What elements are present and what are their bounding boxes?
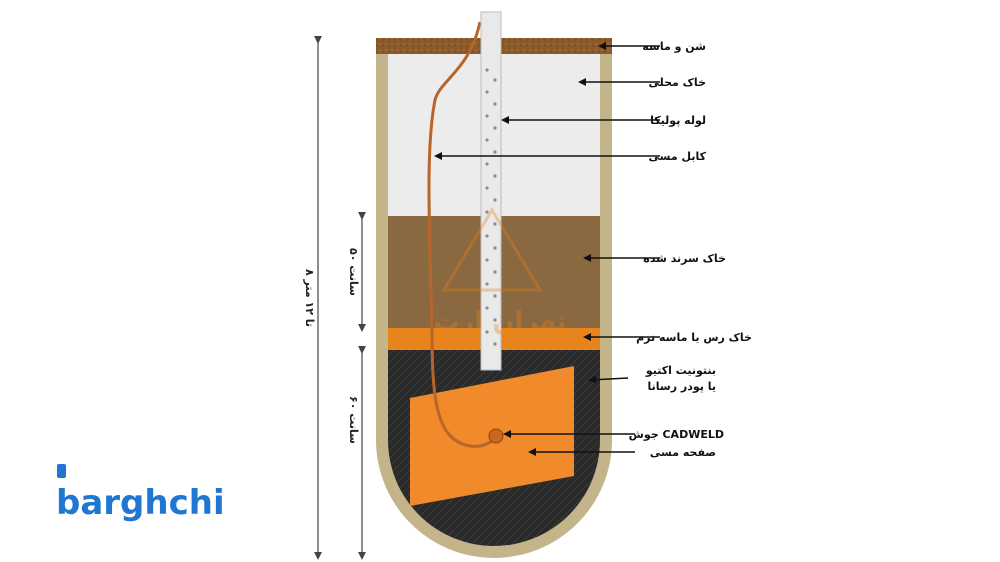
dimension-lines: [314, 36, 366, 560]
dim-upper-section: ۵۰ سانت: [347, 248, 360, 296]
brand-name: barghchi: [56, 483, 225, 523]
pipe-holes: [485, 68, 497, 346]
watermark-text: تهران ارت: [433, 307, 566, 337]
copper-cable: [427, 21, 498, 448]
cadweld-joint: [488, 428, 504, 444]
label-bentonite-2: یا پودر رسانا: [648, 380, 716, 393]
watermark-logo: تهران ارت: [433, 207, 567, 337]
label-gravel-sand: شن و ماسه: [642, 40, 706, 53]
label-arrows: [434, 42, 660, 456]
dim-lower-section: ۶۰ سانت: [347, 396, 360, 444]
label-sifted-soil: خاک سرند شده: [643, 252, 726, 265]
label-local-soil: خاک محلی: [648, 76, 706, 89]
label-cadweld: جوش CADWELD: [629, 428, 724, 441]
poly-pipe: [480, 11, 502, 371]
barghchi-logo: barghchi: [56, 464, 225, 523]
label-copper-plate: صفحه مسی: [650, 446, 716, 459]
label-poly-pipe: لوله پولیکا: [650, 114, 706, 127]
label-bentonite-1: بنتونیت اکتیو: [645, 364, 716, 377]
label-copper-cable: کابل مسی: [649, 150, 707, 163]
dim-total-depth: ۸ تا ۱۲ متر: [303, 269, 316, 327]
plug-icon: [57, 464, 66, 478]
label-clay-sand: خاک رس یا ماسه نرم: [636, 331, 752, 344]
